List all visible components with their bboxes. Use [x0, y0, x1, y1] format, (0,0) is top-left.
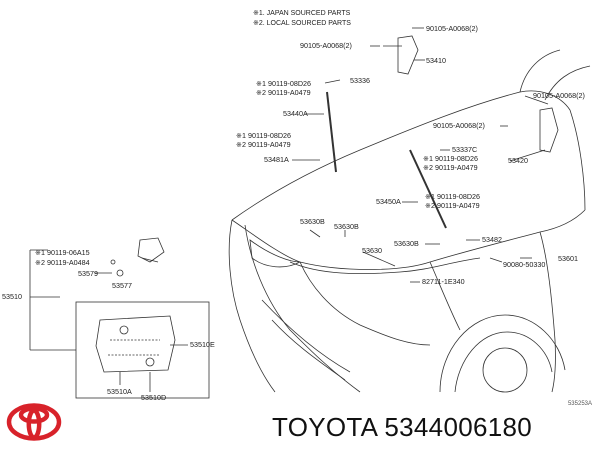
- hood-stay-right: [409, 149, 447, 229]
- part-label-53337c: 53337C: [452, 145, 478, 154]
- brand-and-part-number: TOYOTA 5344006180: [272, 412, 532, 443]
- part-label-53482: 53482: [482, 235, 502, 244]
- release-cable: [289, 257, 481, 275]
- part-label-90119-a0479-d: ※2 90119-A0479: [425, 201, 480, 210]
- note-local-sourced: ※2. LOCAL SOURCED PARTS: [253, 20, 351, 27]
- hood-right-edge: [569, 109, 586, 211]
- part-label-53630b-c: 53630B: [394, 239, 419, 248]
- hood-stay-left: [326, 91, 337, 173]
- part-label-90119-a0479-a: ※2 90119-A0479: [256, 88, 311, 97]
- latch-inset-box: [75, 301, 210, 399]
- hinge-left: [397, 35, 419, 75]
- part-label-53577: 53577: [112, 281, 132, 290]
- part-label-53450a: 53450A: [376, 197, 401, 206]
- part-label-90119-a0479-b: ※2 90119-A0479: [236, 140, 291, 149]
- part-label-90119-08d26-a: ※1 90119-08D26: [256, 79, 312, 88]
- part-label-90105-a0068-top: 90105-A0068(2): [426, 24, 478, 33]
- diagram-code: 535253A: [567, 401, 592, 407]
- note-japan-sourced: ※1. JAPAN SOURCED PARTS: [253, 10, 351, 17]
- part-label-90080-50330: 90080-50330: [503, 260, 546, 269]
- part-label-53481a: 53481A: [264, 155, 289, 164]
- part-label-53440a: 53440A: [283, 109, 308, 118]
- part-label-90119-08d26-b: ※1 90119-08D26: [236, 131, 292, 140]
- hood-lower-edge: [231, 209, 586, 270]
- part-label-53336: 53336: [350, 76, 370, 85]
- brand-name: TOYOTA: [272, 412, 377, 442]
- part-label-53510d: 53510D: [141, 393, 167, 402]
- part-label-53630: 53630: [362, 246, 382, 255]
- part-label-53630b-b: 53630B: [334, 222, 359, 231]
- part-label-90105-a0068-mid: 90105-A0068(2): [433, 121, 485, 130]
- part-label-90119-08d26-c: ※1 90119-08D26: [423, 154, 479, 163]
- hood-upper-edge: [231, 90, 571, 221]
- fender-line: [228, 219, 276, 393]
- part-label-53630b-a: 53630B: [300, 217, 325, 226]
- part-label-90119-a0479-c: ※2 90119-A0479: [423, 163, 478, 172]
- part-label-90119-a0484: ※2 90119-A0484: [35, 258, 90, 267]
- part-number: 5344006180: [384, 412, 533, 442]
- part-label-82711-1e340: 82711-1E340: [422, 277, 465, 286]
- part-label-53601: 53601: [558, 254, 578, 263]
- part-label-90119-08d26-d: ※1 90119-08D26: [425, 192, 481, 201]
- part-label-53510: 53510: [2, 292, 22, 301]
- part-label-53420: 53420: [508, 156, 528, 165]
- toyota-logo-icon: [6, 403, 62, 441]
- part-label-90105-a0068-left: 90105-A0068(2): [300, 41, 352, 50]
- part-label-53410: 53410: [426, 56, 446, 65]
- hinge-right: [539, 107, 559, 153]
- part-label-53510e: 53510E: [190, 340, 215, 349]
- part-label-90119-06a15: ※1 90119-06A15: [35, 248, 90, 257]
- part-label-53579: 53579: [78, 269, 98, 278]
- part-label-53510a: 53510A: [107, 387, 132, 396]
- latch-body: [95, 315, 176, 373]
- part-label-90105-a0068-right: 90105-A0068(2): [533, 91, 585, 100]
